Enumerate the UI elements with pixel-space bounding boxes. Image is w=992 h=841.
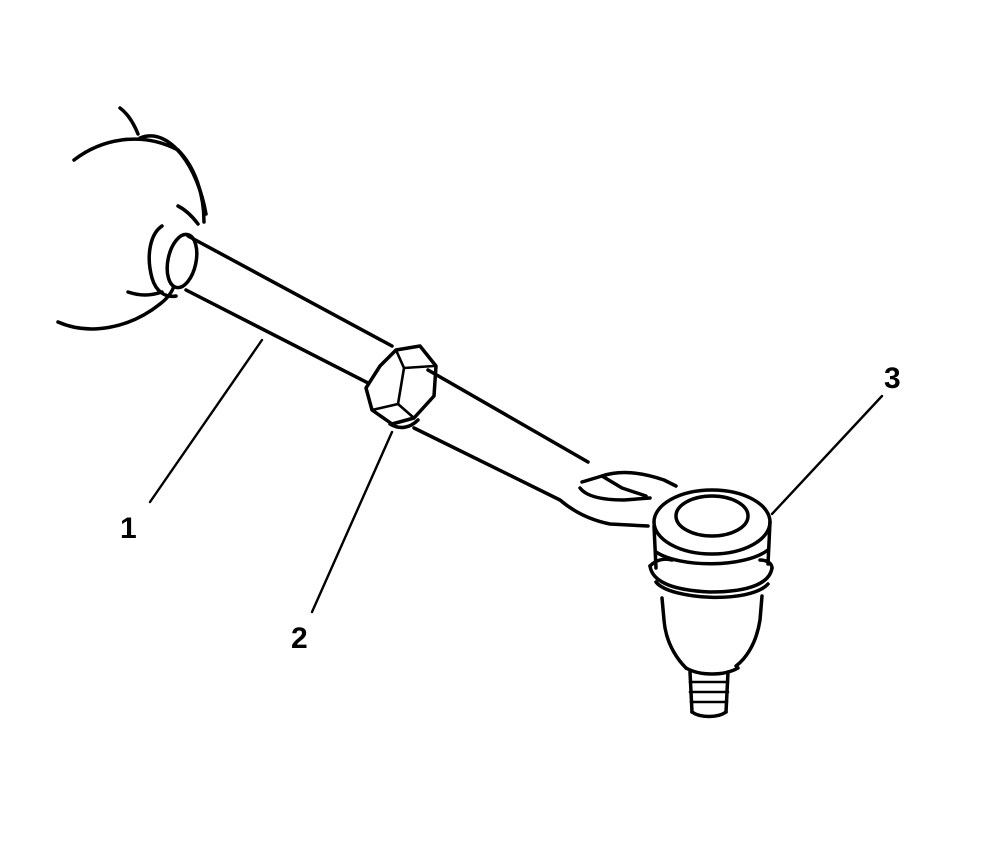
inner-tie-rod [147,224,394,386]
leader-1 [148,338,264,504]
outer-tie-rod-end [412,368,678,528]
ball-joint [648,488,774,719]
rack-boot [56,106,208,331]
leader-3 [770,394,884,516]
jam-nut [364,344,438,430]
callout-1: 1 [120,512,137,545]
leader-2 [310,430,394,614]
callout-3: 3 [884,362,901,395]
leader-lines [148,338,884,614]
callout-2: 2 [291,622,308,655]
